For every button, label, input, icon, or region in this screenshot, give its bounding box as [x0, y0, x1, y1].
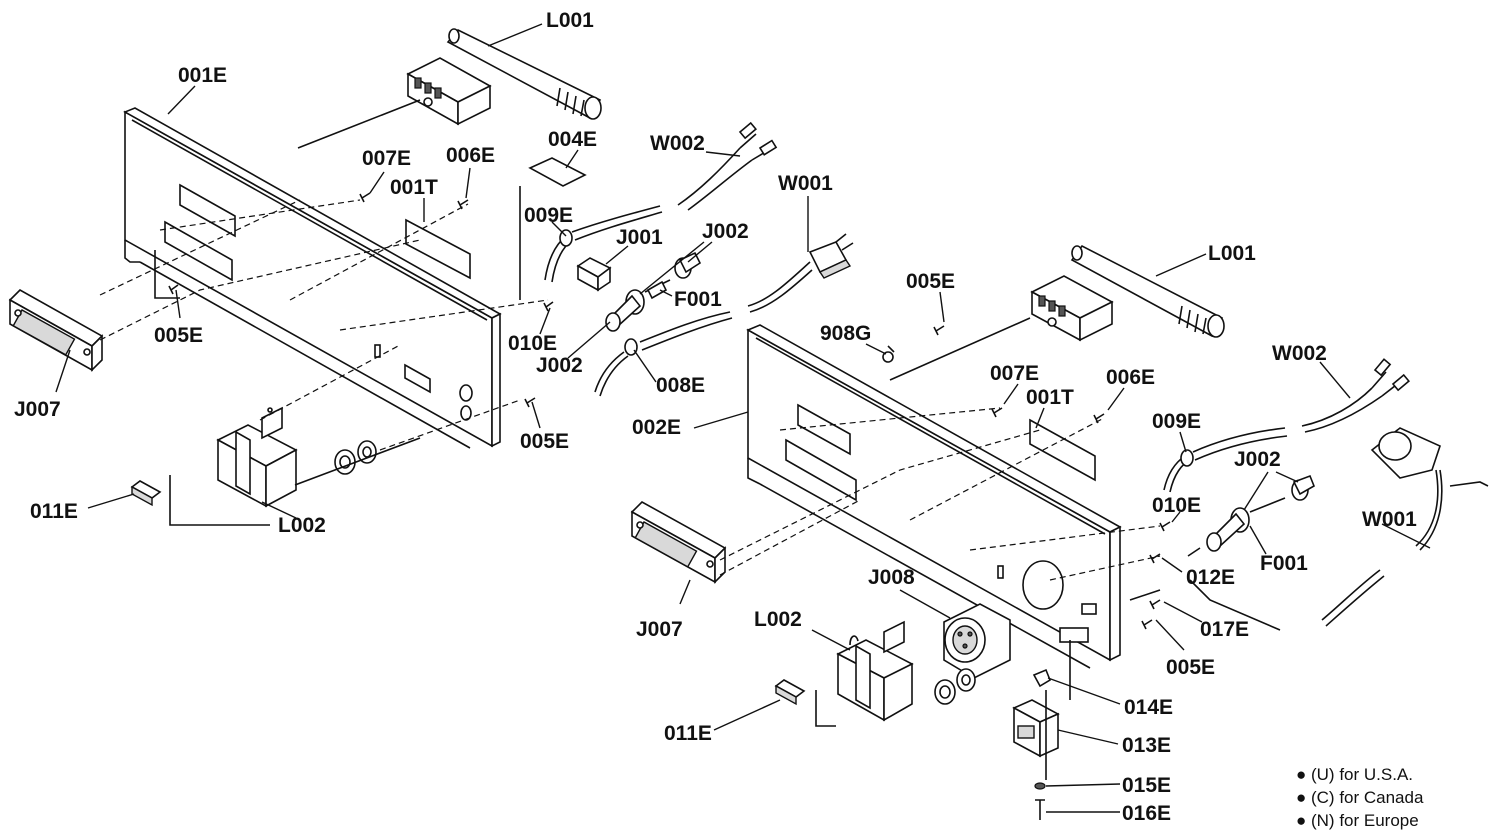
- label-010e-left: 010E: [508, 332, 557, 355]
- label-w001-right: W001: [1362, 508, 1417, 531]
- label-005e-right: 005E: [1166, 656, 1215, 679]
- right-screws: [882, 325, 1171, 820]
- left-001t-label-plate: [405, 218, 471, 280]
- label-013e: 013E: [1122, 734, 1171, 757]
- label-005e-right-top: 005E: [906, 270, 955, 293]
- left-rear-panel: [123, 107, 502, 449]
- right-w002-rca-cable: [1301, 358, 1410, 433]
- left-j007-jack-plate: [8, 289, 104, 372]
- label-014e: 014E: [1124, 696, 1173, 719]
- label-012e: 012E: [1186, 566, 1235, 589]
- label-l002-right: L002: [754, 608, 802, 631]
- right-w001-power-plug: [1321, 427, 1489, 627]
- label-005e-left-a: 005E: [154, 324, 203, 347]
- label-006e-right: 006E: [1106, 366, 1155, 389]
- region-legend: ● (U) for U.S.A. ● (C) for Canada ● (N) …: [1296, 765, 1424, 830]
- label-j001-left: J001: [616, 226, 663, 249]
- label-w001-left: W001: [778, 172, 833, 195]
- label-005e-left-b: 005E: [520, 430, 569, 453]
- left-011e-clip: [130, 480, 162, 507]
- label-006e-left: 006E: [446, 144, 495, 167]
- left-w001-power-plug: [747, 233, 854, 313]
- right-assembly: [630, 244, 1489, 820]
- legend-europe: ● (N) for Europe: [1296, 811, 1419, 830]
- label-l001-right: L001: [1208, 242, 1256, 265]
- right-j002-fuse-holder: [1187, 474, 1316, 557]
- right-009e-grommet-cable: [1163, 427, 1288, 493]
- right-nut-washer: [934, 668, 976, 705]
- right-011e-clip: [774, 679, 806, 706]
- label-j008: J008: [868, 566, 915, 589]
- label-011e-left: 011E: [30, 500, 78, 523]
- left-assembly: [8, 28, 854, 526]
- label-016e: 016E: [1122, 802, 1171, 825]
- label-009e-right: 009E: [1152, 410, 1201, 433]
- label-007e-left: 007E: [362, 147, 411, 170]
- label-j002-bottom-left: J002: [536, 354, 583, 377]
- label-908g: 908G: [820, 322, 871, 345]
- label-w002-left: W002: [650, 132, 705, 155]
- right-j008-connector: [943, 603, 1011, 679]
- right-013e-bracket: [1012, 668, 1060, 758]
- label-j007-left: J007: [14, 398, 61, 421]
- right-rear-panel: [746, 324, 1122, 669]
- label-007e-right: 007E: [990, 362, 1039, 385]
- label-j002-right: J002: [1234, 448, 1281, 471]
- label-009e-left: 009E: [524, 204, 573, 227]
- label-j007-right: J007: [636, 618, 683, 641]
- legend-canada: ● (C) for Canada: [1296, 788, 1424, 807]
- left-f001-fuse: [646, 280, 668, 300]
- right-assembly-guides: [719, 317, 1281, 780]
- label-f001-right: F001: [1260, 552, 1308, 575]
- right-l001-antenna-bar: [1030, 244, 1225, 342]
- label-001t-left: 001T: [390, 176, 438, 199]
- label-002e: 002E: [632, 416, 681, 439]
- left-l002-transformer: [216, 406, 298, 508]
- label-w002-right: W002: [1272, 342, 1327, 365]
- right-l002-transformer: [836, 620, 914, 722]
- left-004e-sticker: [528, 157, 587, 187]
- left-l001-antenna-bar: [406, 28, 602, 126]
- left-screws: [168, 192, 554, 408]
- label-001t-right: 001T: [1026, 386, 1074, 409]
- label-l001-left: L001: [546, 9, 594, 32]
- left-w002-rca-cable: [677, 121, 778, 211]
- right-j007-jack-plate: [630, 501, 727, 584]
- label-011e-right: 011E: [664, 722, 712, 745]
- left-nut-washer: [334, 440, 377, 475]
- label-j002-top-left: J002: [702, 220, 749, 243]
- label-017e: 017E: [1200, 618, 1249, 641]
- left-j001-socket: [576, 257, 612, 292]
- label-004e-left: 004E: [548, 128, 597, 151]
- label-010e-right: 010E: [1152, 494, 1201, 517]
- part-labels: L001 001E 004E W002 007E 006E 001T W001 …: [14, 9, 1431, 825]
- label-001e-left: 001E: [178, 64, 227, 87]
- label-015e: 015E: [1122, 774, 1171, 797]
- left-009e-grommet-cable: [544, 205, 663, 283]
- legend-usa: ● (U) for U.S.A.: [1296, 765, 1413, 784]
- left-assembly-guides: [99, 99, 549, 526]
- label-f001-left: F001: [674, 288, 722, 311]
- label-l002-left: L002: [278, 514, 326, 537]
- label-008e-left: 008E: [656, 374, 705, 397]
